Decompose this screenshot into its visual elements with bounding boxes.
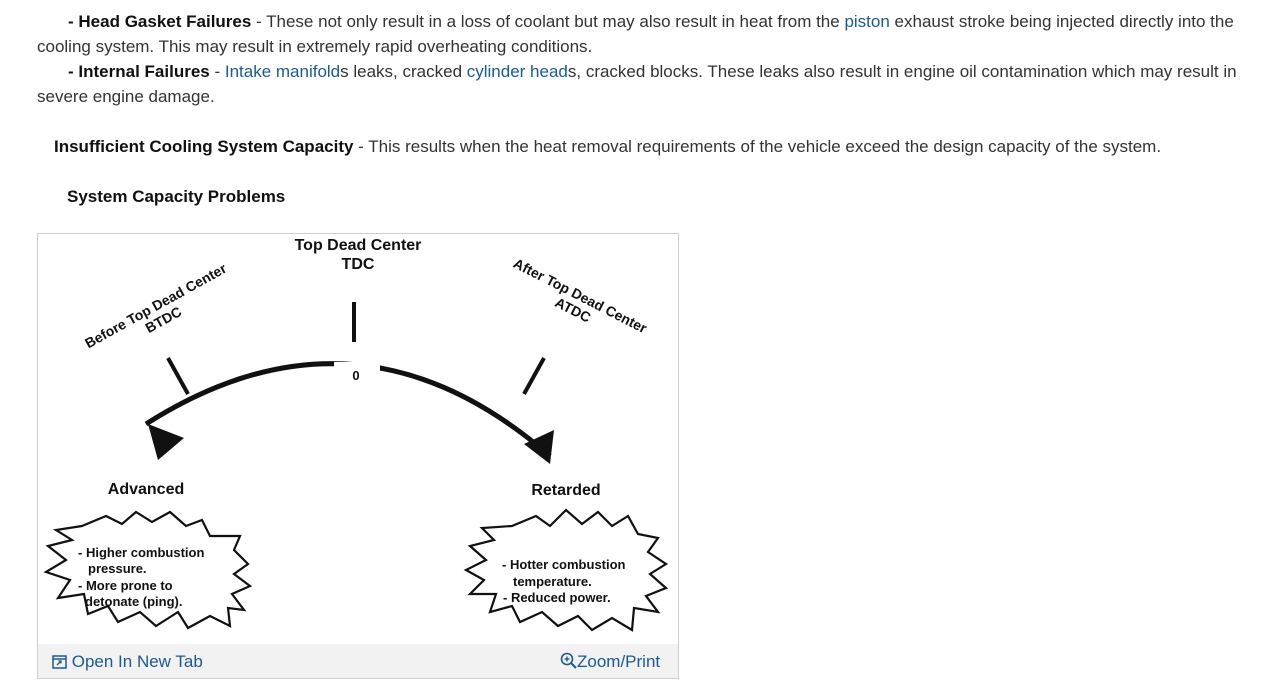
section-title: System Capacity Problems: [67, 184, 667, 209]
capacity-text: - This results when the heat removal req…: [353, 137, 1162, 156]
retarded-arrowhead: [524, 430, 554, 464]
zero-gap: [334, 362, 380, 386]
retarded-burst: [463, 508, 669, 632]
timing-diagram: Top Dead Center TDC 0 Before Top Dead Ce…: [43, 237, 669, 632]
item-text: These not only result in a loss of coola…: [266, 12, 845, 31]
retarded-effect-1: - Hotter combustion: [502, 557, 626, 572]
open-new-tab-link[interactable]: Open In New Tab: [52, 652, 203, 672]
list-item-internal-failures: - Internal Failures - Intake manifolds l…: [37, 59, 1259, 109]
btdc-tick: [166, 357, 190, 395]
item-text: s, cracked blocks. These leaks also resu…: [37, 62, 1237, 106]
advanced-effect-2: pressure.: [88, 561, 147, 576]
tdc-abbrev: TDC: [342, 256, 375, 273]
item-title: Internal Failures: [78, 62, 210, 81]
open-new-tab-label: Open In New Tab: [71, 652, 203, 671]
capacity-title: Insufficient Cooling System Capacity: [54, 137, 354, 156]
item-sep: -: [251, 12, 267, 31]
intake-manifold-link[interactable]: Intake manifold: [224, 62, 341, 81]
advanced-arrowhead: [148, 424, 184, 460]
retarded-effect-3: - Reduced power.: [503, 590, 611, 605]
figure-action-bar: Open In New Tab Zoom/Print: [38, 644, 678, 678]
item-title: Head Gasket Failures: [78, 12, 252, 31]
zoom-print-link[interactable]: Zoom/Print: [560, 652, 660, 672]
section-title-text: System Capacity Problems: [67, 187, 286, 206]
advanced-label: Advanced: [108, 481, 184, 498]
item-sep: -: [209, 62, 225, 81]
btdc-label: Before Top Dead Center: [82, 260, 229, 351]
cylinder-head-link[interactable]: cylinder head: [466, 62, 568, 81]
open-new-tab-icon: [52, 655, 67, 669]
item-dash: -: [68, 62, 74, 81]
retarded-effect-2: temperature.: [513, 574, 592, 589]
tdc-label: Top Dead Center: [295, 237, 422, 254]
zoom-icon: [560, 652, 577, 669]
item-text: exhaust stroke being injected directly i…: [37, 12, 1234, 56]
atdc-tick: [522, 357, 546, 395]
zoom-print-label: Zoom/Print: [577, 652, 661, 671]
retarded-label: Retarded: [531, 482, 600, 499]
advanced-effect-1: - Higher combustion: [78, 545, 204, 560]
item-text: s leaks, cracked: [340, 62, 467, 81]
advanced-effect-4: detonate (ping).: [85, 594, 183, 609]
zero-label: 0: [352, 368, 359, 383]
atdc-label: After Top Dead Center: [511, 255, 650, 336]
capacity-paragraph: Insufficient Cooling System Capacity - T…: [54, 134, 1254, 159]
advanced-effect-3: - More prone to: [78, 578, 173, 593]
list-item-head-gasket: - Head Gasket Failures - These not only …: [37, 9, 1259, 59]
item-dash: -: [68, 12, 74, 31]
advanced-burst: [43, 510, 253, 630]
ignition-timing-figure: Top Dead Center TDC 0 Before Top Dead Ce…: [37, 233, 679, 679]
piston-link[interactable]: piston: [844, 12, 890, 31]
